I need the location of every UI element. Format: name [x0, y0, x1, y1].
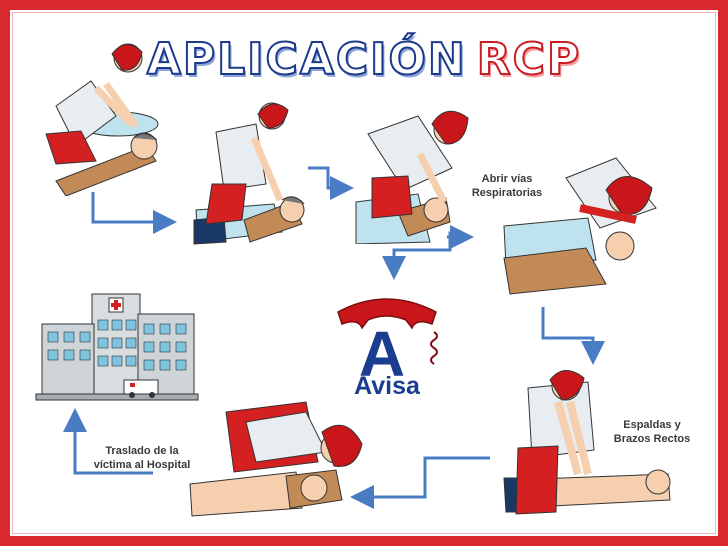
step-position-hands: [184, 92, 309, 247]
arrow-step2-to-step3: [308, 166, 354, 200]
label-transfer-line1: Traslado de la: [105, 445, 179, 457]
arrow-to-hospital: [63, 408, 153, 475]
ambulance-icon: [123, 379, 159, 398]
label-open-airway: Abrir vías Respiratorias: [466, 172, 548, 200]
label-airway-line2: Respiratorias: [471, 187, 543, 199]
arrow-step5-to-step6: [350, 456, 490, 509]
avisa-logo: A Avisa: [328, 292, 446, 404]
avisa-letter: A: [359, 318, 405, 382]
hospital-icon: [35, 293, 199, 401]
telephone-icon: A: [337, 298, 438, 390]
step-chest-compressions: [498, 362, 678, 527]
step-open-airway: [348, 94, 478, 244]
label-airway-line1: Abrir vías: [481, 173, 533, 185]
title-word-rcp: RCP: [476, 33, 582, 86]
label-arms-straight: Espaldas y Brazos Rectos: [606, 418, 698, 446]
label-transfer: Traslado de la víctima al Hospital: [86, 444, 198, 472]
label-posture-line2: Brazos Rectos: [613, 433, 691, 445]
label-posture-line1: Espaldas y: [623, 419, 681, 431]
step-recheck-breathing: [186, 392, 376, 532]
flow-arrows: [63, 166, 605, 509]
step-check-victim: [36, 36, 166, 196]
arrow-step4-to-step5: [541, 307, 605, 365]
avisa-name: Avisa: [354, 372, 420, 400]
arrow-step1-to-step2: [91, 192, 177, 234]
step-rescue-breathing: [496, 148, 666, 298]
hospital-scene: [32, 280, 202, 410]
label-transfer-line2: víctima al Hospital: [93, 459, 191, 471]
title-word-aplicacion: APLICACIÓN: [146, 33, 467, 86]
